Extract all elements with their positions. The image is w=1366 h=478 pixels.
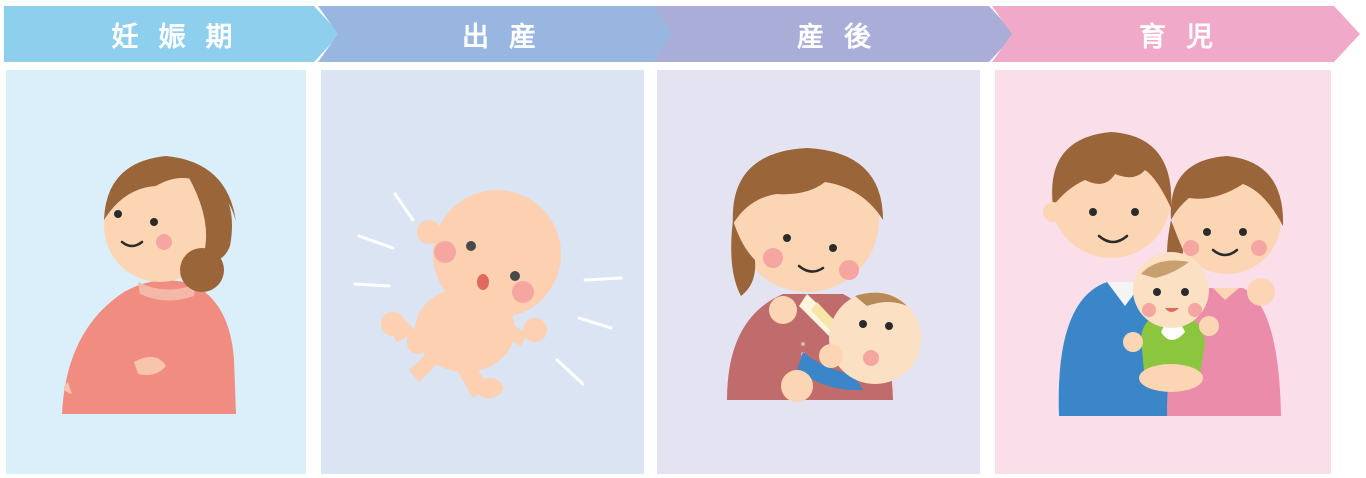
stage-label-pregnancy: 妊娠期 — [111, 21, 253, 53]
panel-pregnancy — [6, 70, 306, 474]
stage-arrow-childcare: 育児 — [992, 6, 1360, 62]
stage-arrow-postpartum: 産後 — [653, 6, 1015, 62]
family-with-baby-illustration — [1043, 132, 1284, 416]
stage-label-birth: 出産 — [462, 21, 556, 53]
panel-birth — [321, 70, 644, 474]
stage-arrow-pregnancy: 妊娠期 — [4, 6, 340, 62]
panel-postpartum — [657, 70, 980, 474]
pregnant-woman-illustration — [62, 156, 236, 414]
panel-childcare — [995, 70, 1331, 474]
newborn-baby-illustration — [353, 190, 623, 398]
mother-feeding-baby-illustration — [727, 148, 921, 402]
stage-arrow-birth: 出産 — [318, 6, 680, 62]
stage-label-childcare: 育児 — [1139, 21, 1233, 53]
stage-label-postpartum: 産後 — [797, 21, 891, 53]
